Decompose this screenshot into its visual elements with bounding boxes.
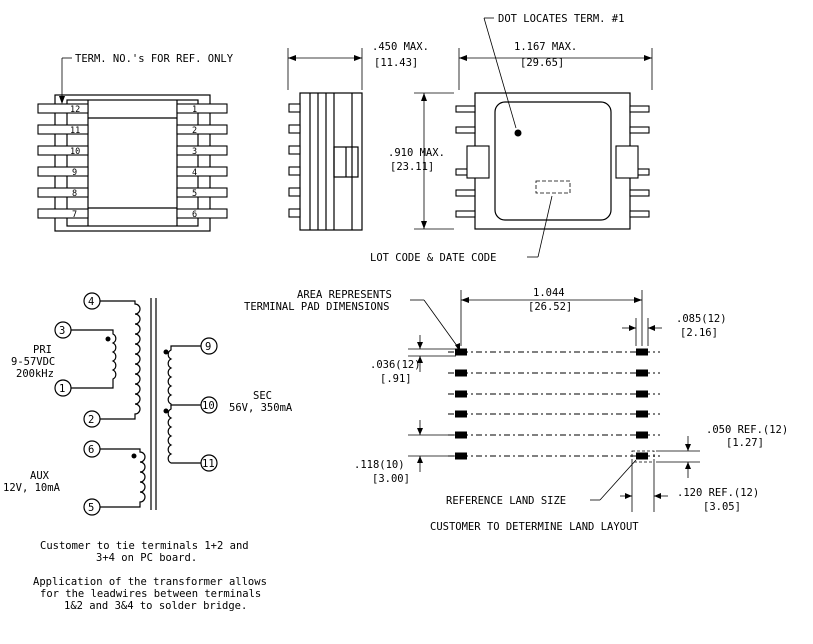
pad-height-mm: [.91]	[380, 373, 412, 385]
svg-text:4: 4	[88, 296, 94, 308]
dot-note: DOT LOCATES TERM. #1	[498, 13, 624, 25]
lot-note: LOT CODE & DATE CODE	[370, 252, 496, 264]
terminal-4: 4	[83, 292, 101, 310]
terminal-pad	[455, 390, 467, 398]
svg-text:11: 11	[202, 458, 215, 470]
depth-max: .910 MAX.	[388, 147, 445, 159]
pin-label: 4	[192, 168, 197, 178]
pri-label: PRI	[33, 344, 52, 356]
sec-label: SEC	[253, 390, 272, 402]
svg-text:9: 9	[205, 341, 211, 353]
side-view: .450 MAX. [11.43]	[287, 41, 429, 231]
svg-text:2: 2	[88, 414, 94, 426]
svg-text:1: 1	[59, 383, 65, 395]
terminal-pad	[455, 431, 467, 439]
terminal-9: 9	[200, 337, 218, 355]
pin-label: 3	[192, 147, 197, 157]
schematic: 4 3 1 2 6 5 9 10 11 PRI 9-57VDC 200kHz S…	[3, 292, 293, 516]
pad-height: .036(12)	[370, 359, 421, 371]
area-note-1: AREA REPRESENTS	[297, 289, 392, 301]
pin-label: 12	[70, 105, 80, 115]
ref-050-mm: [1.27]	[726, 437, 764, 449]
pin-label: 8	[72, 189, 77, 199]
terminal-10: 10	[200, 396, 218, 414]
terminal-6: 6	[83, 440, 101, 458]
pin-2	[176, 124, 228, 135]
width-max-mm: [29.65]	[520, 57, 564, 69]
width-max: 1.167 MAX.	[514, 41, 577, 53]
area-note-2: TERMINAL PAD DIMENSIONS	[244, 301, 389, 313]
ref-land: REFERENCE LAND SIZE	[446, 495, 566, 507]
pad-width-mm: [2.16]	[680, 327, 718, 339]
terminal-pad	[636, 431, 648, 439]
pin-label: 11	[70, 126, 80, 136]
pin-7	[37, 208, 89, 219]
top-view: TERM. NO.'s FOR REF. ONLY 12 11 10 9 8 7	[37, 53, 234, 232]
height-max: .450 MAX.	[372, 41, 429, 53]
terminal-pad	[636, 369, 648, 377]
pin-4	[176, 166, 228, 177]
terminal-pad	[455, 369, 467, 377]
pin-label: 5	[192, 189, 197, 199]
land-pattern: AREA REPRESENTS TERMINAL PAD DIMENSIONS …	[244, 287, 788, 533]
pin-1	[176, 103, 228, 114]
terminal-pad	[455, 410, 467, 418]
aux-rating: 12V, 10mA	[3, 482, 61, 494]
pin-6	[176, 208, 228, 219]
note-line-4: for the leadwires between terminals	[40, 588, 261, 600]
notes: Customer to tie terminals 1+2 and 3+4 on…	[33, 540, 267, 612]
terminal-pad	[455, 348, 467, 356]
terminal-3: 3	[54, 321, 72, 339]
aux-label: AUX	[30, 470, 50, 482]
depth-max-mm: [23.11]	[390, 161, 434, 173]
terminal-pad	[455, 452, 467, 460]
sec-rating: 56V, 350mA	[229, 402, 293, 414]
pin-label: 2	[192, 126, 197, 136]
pin-label: 1	[192, 105, 197, 115]
pin-label: 7	[72, 210, 77, 220]
terminal-pad	[636, 390, 648, 398]
pitch-span: 1.044	[533, 287, 565, 299]
note-line-2: 3+4 on PC board.	[96, 552, 197, 564]
terminal-1: 1	[54, 379, 72, 397]
terminal-pad	[636, 410, 648, 418]
pri-voltage: 9-57VDC	[11, 356, 55, 368]
svg-text:10: 10	[202, 400, 215, 412]
pin-label: 9	[72, 168, 77, 178]
height-max-mm: [11.43]	[374, 57, 418, 69]
svg-text:5: 5	[88, 502, 94, 514]
pin-label: 10	[70, 147, 80, 157]
ref-120-mm: [3.05]	[703, 501, 741, 513]
pin-11	[37, 124, 89, 135]
pin-8	[37, 187, 89, 198]
pin-9	[37, 166, 89, 177]
terminal-2: 2	[83, 410, 101, 428]
pin-12	[37, 103, 89, 114]
pad-width: .085(12)	[676, 313, 727, 325]
row-pitch-mm: [3.00]	[372, 473, 410, 485]
ref-050: .050 REF.(12)	[706, 424, 788, 436]
pin-5	[176, 187, 228, 198]
svg-text:3: 3	[59, 325, 65, 337]
pitch-span-mm: [26.52]	[528, 301, 572, 313]
terminal-11: 11	[200, 454, 218, 472]
terminal-pad	[636, 452, 648, 460]
row-pitch: .118(10)	[354, 459, 405, 471]
pin-label: 6	[192, 210, 197, 220]
end-view: 1.167 MAX. [29.65] DOT LOCATES TERM. #1 …	[370, 13, 653, 264]
terminal-pad	[636, 348, 648, 356]
ref-120: .120 REF.(12)	[677, 487, 759, 499]
svg-text:6: 6	[88, 444, 94, 456]
customer-land: CUSTOMER TO DETERMINE LAND LAYOUT	[430, 521, 639, 533]
pin-3	[176, 145, 228, 156]
note-line-5: 1&2 and 3&4 to solder bridge.	[64, 600, 247, 612]
pin-10	[37, 145, 89, 156]
note-line-1: Customer to tie terminals 1+2 and	[40, 540, 249, 552]
note-line-3: Application of the transformer allows	[33, 576, 267, 588]
terminal-5: 5	[83, 498, 101, 516]
pri-freq: 200kHz	[16, 368, 54, 380]
term-note: TERM. NO.'s FOR REF. ONLY	[75, 53, 234, 65]
